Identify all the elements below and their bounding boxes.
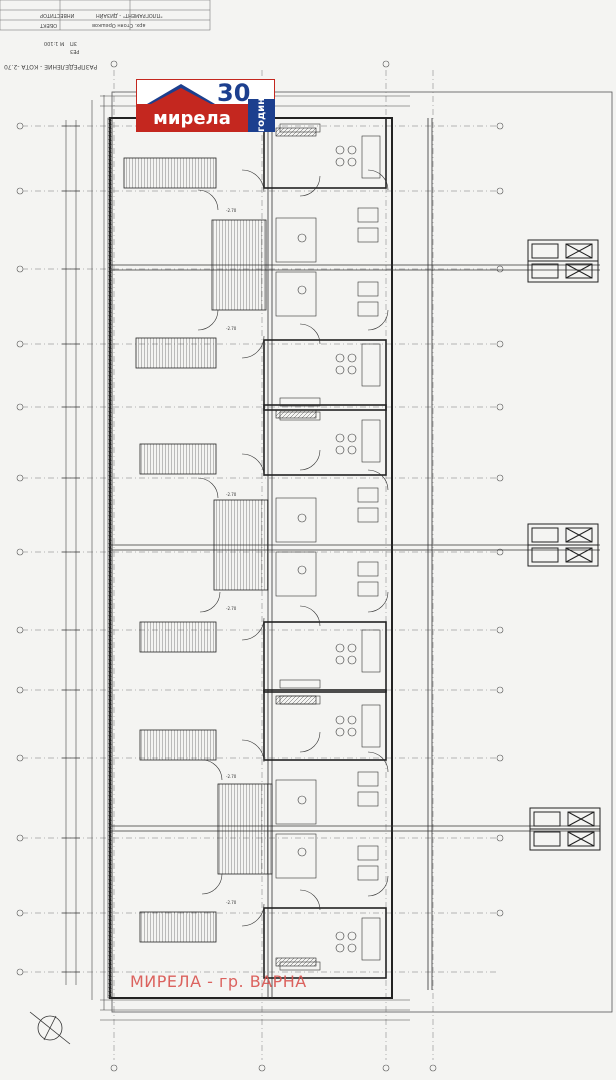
brand-logo: 30 мирела години [136, 79, 275, 132]
room-annotations: -2.70 -2.70 -2.70 -2.70 -2.70 -2.70 [226, 208, 237, 905]
north-arrow-icon [29, 1011, 71, 1045]
inner-walls [110, 118, 600, 998]
axis-markers [16, 60, 504, 1072]
svg-text:-2.70: -2.70 [226, 492, 237, 497]
stair-cores [123, 157, 273, 943]
svg-text:-2.70: -2.70 [226, 326, 237, 331]
svg-text:-2.70: -2.70 [226, 606, 237, 611]
unit-rooms [263, 117, 387, 979]
logo-brand-name: мирела [136, 105, 248, 132]
logo-years-word: години [256, 90, 267, 132]
furniture [279, 123, 381, 971]
hatched-walls [107, 117, 317, 999]
bathroom-fixtures [275, 217, 317, 879]
dimension-lines-left [65, 95, 105, 1010]
roof-accent-icon [151, 88, 211, 104]
logo-top: 30 [136, 79, 275, 107]
parking-units [527, 239, 601, 851]
agency-watermark: МИРЕЛА - гр. ВАРНА [130, 972, 307, 991]
logo-anniversary-number: 30 [217, 79, 251, 107]
logo-years-ribbon: години [248, 90, 275, 132]
svg-text:-2.70: -2.70 [226, 208, 237, 213]
dimension-ticks-left [62, 125, 80, 973]
door-swings [197, 169, 389, 927]
svg-text:-2.70: -2.70 [226, 900, 237, 905]
svg-text:-2.70: -2.70 [226, 774, 237, 779]
title-block-frame [0, 0, 211, 31]
